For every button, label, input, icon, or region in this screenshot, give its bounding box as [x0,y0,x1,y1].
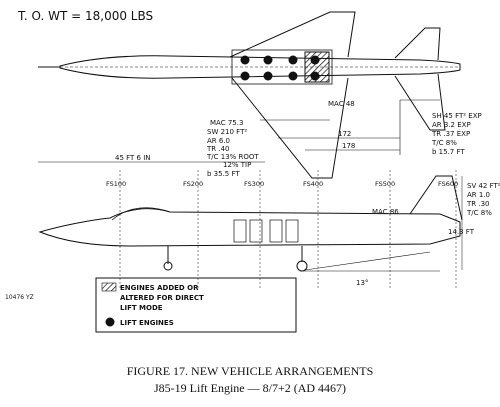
figure-id: 10476 YZ [5,294,34,301]
takeoff-weight-label: T. O. WT = 18,000 LBS [17,9,153,23]
wing-tc-tip-label: 12% TIP [223,161,251,169]
htail-area-label: SH 45 FT² EXP [432,112,482,120]
mac-vtail-label: MAC 86 [372,208,399,216]
angle-label: 13° [356,279,368,287]
caption-title: FIGURE 17. NEW VEHICLE ARRANGEMENTS [127,364,374,378]
side-engine-bay [233,219,299,243]
wing-ar-label: AR 6.0 [207,137,230,145]
length-label: 45 FT 6 IN [115,154,151,162]
legend-hatched-line3: LIFT MODE [120,304,163,312]
side-canopy [111,207,171,221]
dim-172-label: 172 [338,130,351,138]
vtail-tr-label: TR .30 [466,200,490,208]
legend-dot-label: LIFT ENGINES [120,319,174,327]
side-view [38,175,463,272]
legend-hatched-line1: ENGINES ADDED OR [120,284,199,292]
station-fs600: FS600 [438,180,458,188]
side-vertical-tail [409,175,463,221]
dim-lines-172-178 [278,100,401,155]
htail-ar-label: AR 3.2 EXP [432,121,471,129]
wing-area-label: SW 210 FT² [207,128,247,136]
plan-upper-htail [394,27,441,61]
lift-engine-dots [240,55,320,81]
wing-mac-label: MAC 75.3 [210,119,243,127]
station-fs300: FS300 [244,180,264,188]
station-fs200: FS200 [183,180,203,188]
htail-span-label: b 15.7 FT [432,148,465,156]
plan-upper-wing [229,11,356,58]
plan-lower-wing [231,77,349,179]
legend-hatched-line2: ALTERED FOR DIRECT [120,294,204,302]
dim-178-label: 178 [342,142,355,150]
wing-tc-root-label: T/C 13% ROOT [206,153,259,161]
tail-angle-line [304,251,431,271]
station-fs400: FS400 [303,180,323,188]
legend-hatch-swatch [101,282,117,292]
wing-tr-label: TR .40 [206,145,230,153]
caption-subtitle: J85-19 Lift Engine — 8/7+2 (AD 4467) [154,381,346,395]
htail-tc-label: T/C 8% [431,139,457,147]
vtail-area-label: SV 42 FT² [467,182,500,190]
legend-box: ENGINES ADDED OR ALTERED FOR DIRECT LIFT… [95,277,297,333]
vtail-tc-label: T/C 8% [466,209,492,217]
plan-fuselage [59,55,461,79]
legend-dot-swatch [105,317,115,327]
htail-tr-label: TR .37 EXP [431,130,470,138]
vtail-ar-label: AR 1.0 [467,191,490,199]
station-lines [119,170,457,290]
wing-span-label: b 35.5 FT [207,170,240,178]
mac-htail-label: MAC 48 [328,100,355,108]
height-label: 14.3 FT [448,228,475,236]
station-fs100: FS100 [106,180,126,188]
plan-lower-htail [394,73,446,131]
station-fs500: FS500 [375,180,395,188]
